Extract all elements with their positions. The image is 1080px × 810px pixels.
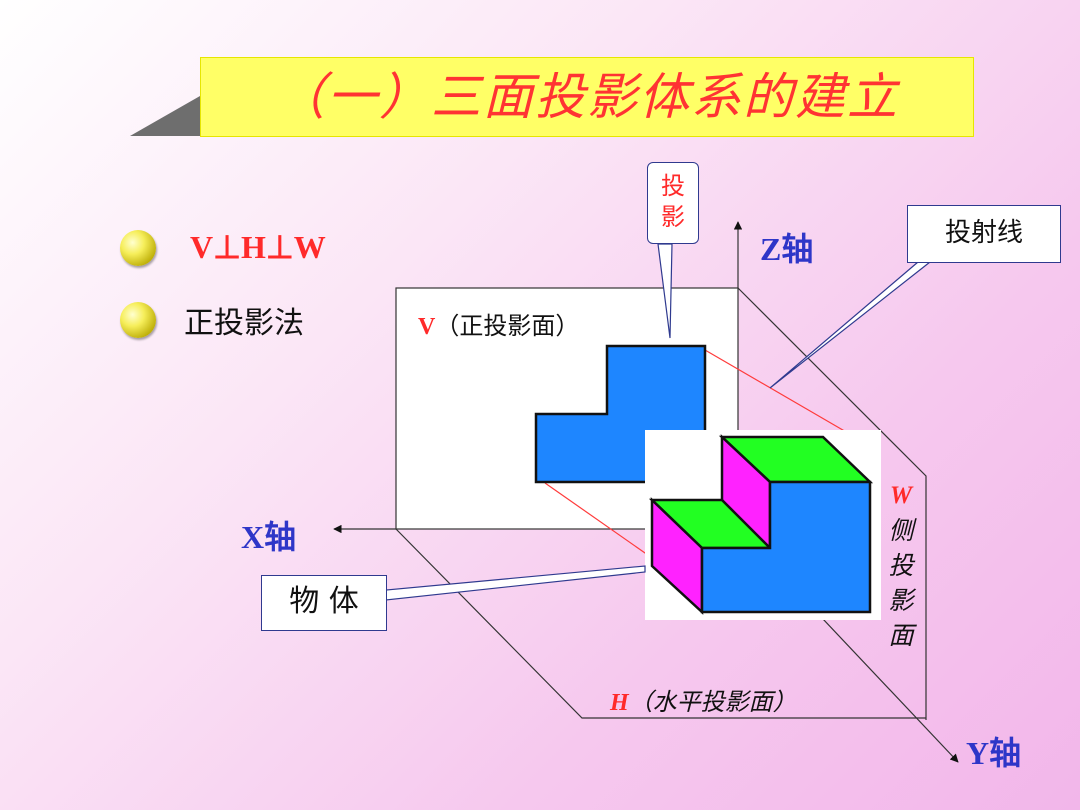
projector-line [704,349,861,441]
projection-char: 投 [661,172,685,200]
page-title: （一）三面投影体系的建立 [275,68,899,126]
object-front [700,480,872,614]
projector-line [544,482,656,561]
object-callout-pointer [385,565,646,601]
projector-callout-pointer [769,261,931,389]
object-callout: 物 体 [261,575,387,631]
bullet-icon [120,302,156,338]
bullet-icon [120,230,156,266]
w-plane-label: W 侧 投 影 面 [888,482,914,650]
x-axis-label: X轴 [241,519,297,555]
v-plane-label: V（正投影面） [418,312,580,340]
y-axis-label: Y轴 [966,735,1022,771]
bullet-orthographic: 正投影法 [184,306,304,341]
title-shadow [130,96,200,136]
z-axis-label: Z轴 [760,231,814,267]
bullet-vhw: V⊥H⊥W [190,229,326,265]
w-plane-outline [737,287,927,720]
projector-lines-callout: 投射线 [907,205,1061,263]
projection-callout: 投 影 [647,162,699,244]
projection-callout-pointer [657,243,673,339]
title-banner: （一）三面投影体系的建立 [200,57,974,137]
h-plane-label: H（水平投影面） [610,688,797,716]
projection-char: 影 [661,203,685,231]
